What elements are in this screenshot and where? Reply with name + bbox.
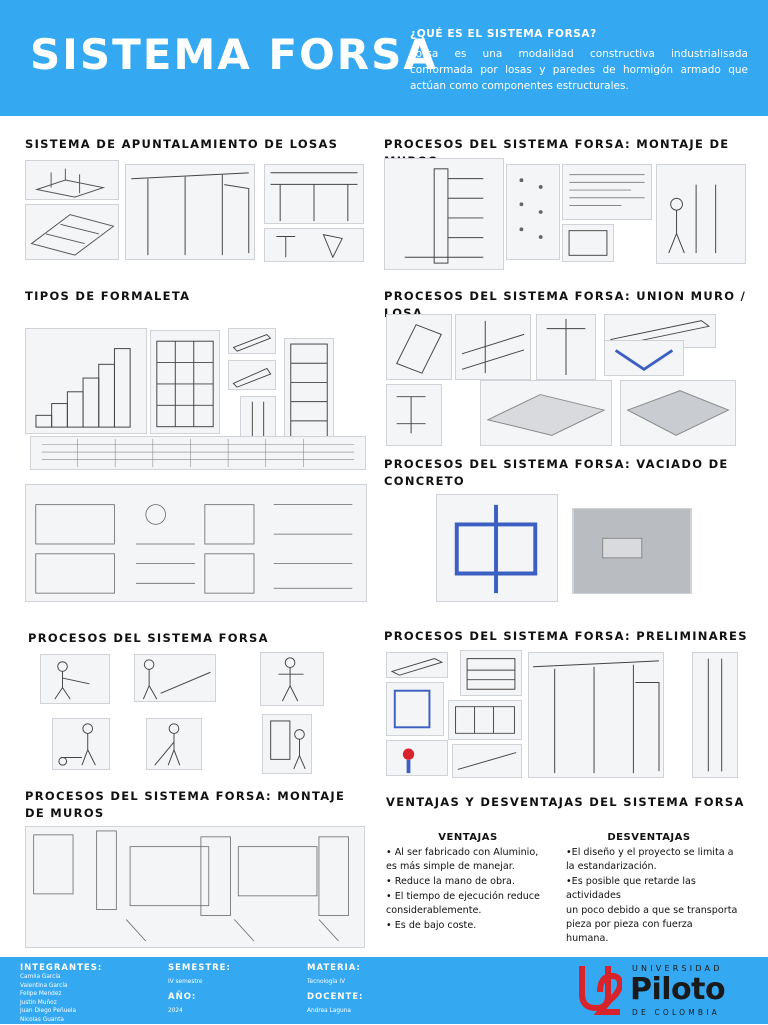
heading-preliminares: PROCESOS DEL SISTEMA FORSA: PRELIMINARES xyxy=(384,629,748,643)
desventajas-list: •El diseño y el proyecto se limita a la … xyxy=(566,846,738,947)
image-worker-carrying xyxy=(40,654,110,704)
logo-text-piloto: Piloto xyxy=(630,972,726,1007)
ano-value: 2024 xyxy=(168,1008,183,1014)
desventajas-heading: DESVENTAJAS xyxy=(607,832,691,843)
logo-text-universidad: UNIVERSIDAD xyxy=(632,964,723,973)
heading-tipos-formaleta: TIPOS DE FORMALETA xyxy=(25,289,191,303)
ano-label: AÑO: xyxy=(168,992,197,1002)
image-formwork-grid xyxy=(150,330,220,434)
integrantes-label: INTEGRANTES: xyxy=(20,963,103,973)
image-wall-assembly-sheet xyxy=(25,826,365,948)
list-item: • Es de bajo coste. xyxy=(386,920,477,931)
image-corner-profile xyxy=(228,360,276,390)
list-item: • Al ser fabricado con Aluminio, es más … xyxy=(386,847,539,872)
list-item: Justin Muñoz xyxy=(20,999,57,1006)
materia-label: MATERIA: xyxy=(307,963,361,973)
image-prop-connectors xyxy=(264,228,364,262)
image-beam-props xyxy=(264,164,364,224)
image-prelim-profile xyxy=(386,652,448,678)
image-blue-bracket xyxy=(604,340,684,376)
image-prelim-vertical-prop xyxy=(692,652,738,778)
image-worker-lifting xyxy=(260,652,324,706)
image-wall-slab-joint xyxy=(455,314,531,380)
image-slab-connection-render xyxy=(480,380,612,446)
docente-label: DOCENTE: xyxy=(307,992,364,1002)
semestre-value: IV semestre xyxy=(168,979,203,985)
image-installation-sequence xyxy=(656,164,746,264)
image-prelim-blue-panel xyxy=(386,682,444,736)
materia-value: Tecnología IV xyxy=(307,979,346,985)
image-concrete-slab-render xyxy=(572,508,692,594)
university-logo-mark xyxy=(578,962,624,1018)
image-prelim-worker xyxy=(386,740,448,776)
page-title: SISTEMA FORSA xyxy=(30,30,438,79)
list-item: • Reduce la mano de obra. xyxy=(386,876,515,887)
ventajas-list: • Al ser fabricado con Aluminio, es más … xyxy=(386,846,546,934)
image-slab-panels xyxy=(25,204,119,260)
heading-montaje-muros-bottom: PROCESOS DEL SISTEMA FORSA: MONTAJE DE M… xyxy=(25,789,346,820)
list-item: Juan Diego Peñuela xyxy=(20,1008,77,1015)
image-prelim-panel-stack xyxy=(460,650,522,696)
image-wall-section-diagram xyxy=(384,158,504,270)
intro-description: Forsa es una modalidad constructiva indu… xyxy=(410,48,748,92)
header-banner xyxy=(0,0,768,116)
image-tie-instructions xyxy=(562,164,652,220)
image-angle-profile xyxy=(228,328,276,354)
list-item: un poco debido a que se transporta pieza… xyxy=(566,905,738,944)
image-prelim-shoring xyxy=(528,652,664,778)
logo-text-colombia: DE COLOMBIA xyxy=(632,1008,721,1017)
list-item: Valentina García xyxy=(20,982,68,989)
semestre-label: SEMESTRE: xyxy=(168,963,231,973)
heading-ventajas-desventajas: VENTAJAS Y DESVENTAJAS DEL SISTEMA FORSA xyxy=(386,795,745,809)
list-item: Camila García xyxy=(20,974,61,980)
image-tall-panel xyxy=(284,338,334,448)
footer-banner xyxy=(0,957,768,1024)
list-item: •El diseño y el proyecto se limita a la … xyxy=(566,847,734,872)
image-corner-piece xyxy=(386,314,452,380)
image-pouring-frame-render xyxy=(436,494,558,602)
image-worker-wheelbarrow xyxy=(52,718,110,770)
image-clamps xyxy=(386,384,442,446)
image-shoring-system xyxy=(125,164,255,260)
docente-value: Andrea Laguna xyxy=(307,1008,351,1014)
list-item: • El tiempo de ejecución reduce consider… xyxy=(386,891,540,916)
list-item: •Es posible que retarde las actividades xyxy=(566,876,696,901)
image-panel-box xyxy=(562,224,614,262)
list-item: Felipe Mendez xyxy=(20,991,62,998)
image-slab-panel-render xyxy=(620,380,736,446)
ventajas-heading: VENTAJAS xyxy=(438,832,498,843)
image-vertical-joint xyxy=(536,314,596,380)
image-worker-panel-upright xyxy=(262,714,312,774)
image-worker-placing-panel xyxy=(134,654,216,702)
image-prop-head xyxy=(25,160,119,200)
heading-procesos: PROCESOS DEL SISTEMA FORSA xyxy=(28,631,269,645)
image-formwork-table xyxy=(30,436,366,470)
list-item: Nicolas Guanta xyxy=(20,1016,64,1023)
image-formwork-accessories-sheet xyxy=(25,484,367,602)
image-formwork-sizes-stack xyxy=(25,328,147,434)
image-wall-panel-holes xyxy=(506,164,560,260)
heading-vaciado: PROCESOS DEL SISTEMA FORSA: VACIADO DE C… xyxy=(384,457,729,488)
image-prelim-slab-edge xyxy=(452,744,522,778)
image-prelim-wall-frame xyxy=(448,700,522,740)
heading-apuntalamiento: SISTEMA DE APUNTALAMIENTO DE LOSAS xyxy=(25,137,339,151)
integrantes-list: Camila García Valentina García Felipe Me… xyxy=(20,973,76,1025)
image-worker-vibrating xyxy=(146,718,202,770)
intro-question: ¿QUÉ ES EL SISTEMA FORSA? xyxy=(410,28,597,40)
